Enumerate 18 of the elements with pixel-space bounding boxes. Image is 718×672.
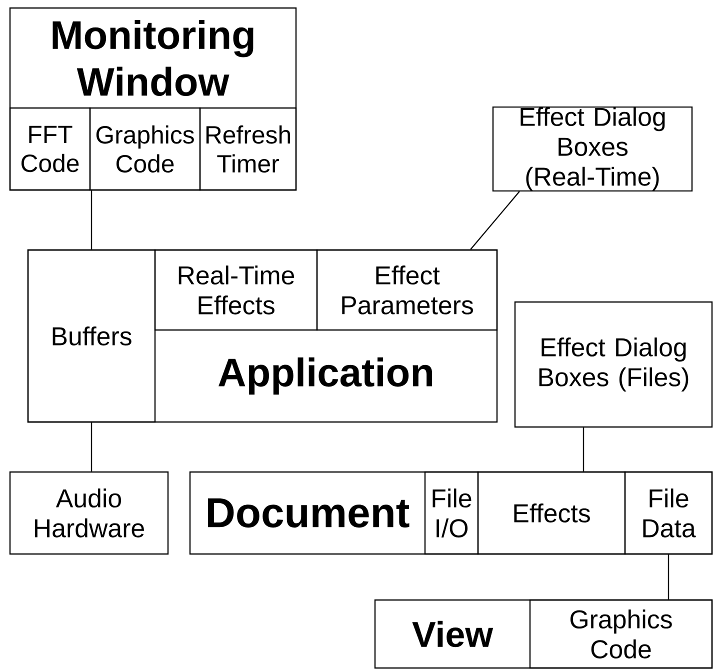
section-cell: File I/O — [424, 471, 479, 555]
section-cell: Graphics Code — [89, 107, 201, 191]
section-cell: Buffers — [27, 249, 156, 423]
connector-line — [90, 422, 92, 472]
section-cell: Real-Time Effects — [154, 249, 318, 331]
component-box: Audio Hardware — [9, 471, 169, 555]
section-cell: Graphics Code — [529, 599, 713, 669]
section-cell: File Data — [624, 471, 713, 555]
component-box: Effect Dialog Boxes (Real-Time) — [492, 106, 693, 192]
component-box: Effect Dialog Boxes (Files) — [514, 301, 713, 428]
connector-line — [582, 428, 584, 472]
section-cell: Effect Parameters — [316, 249, 498, 331]
section-cell: Effects — [477, 471, 626, 555]
connector-line — [90, 190, 92, 250]
connector-line — [470, 191, 520, 250]
section-cell: FFT Code — [9, 107, 91, 191]
connector-line — [668, 554, 670, 600]
section-cell: Refresh Timer — [199, 107, 297, 191]
